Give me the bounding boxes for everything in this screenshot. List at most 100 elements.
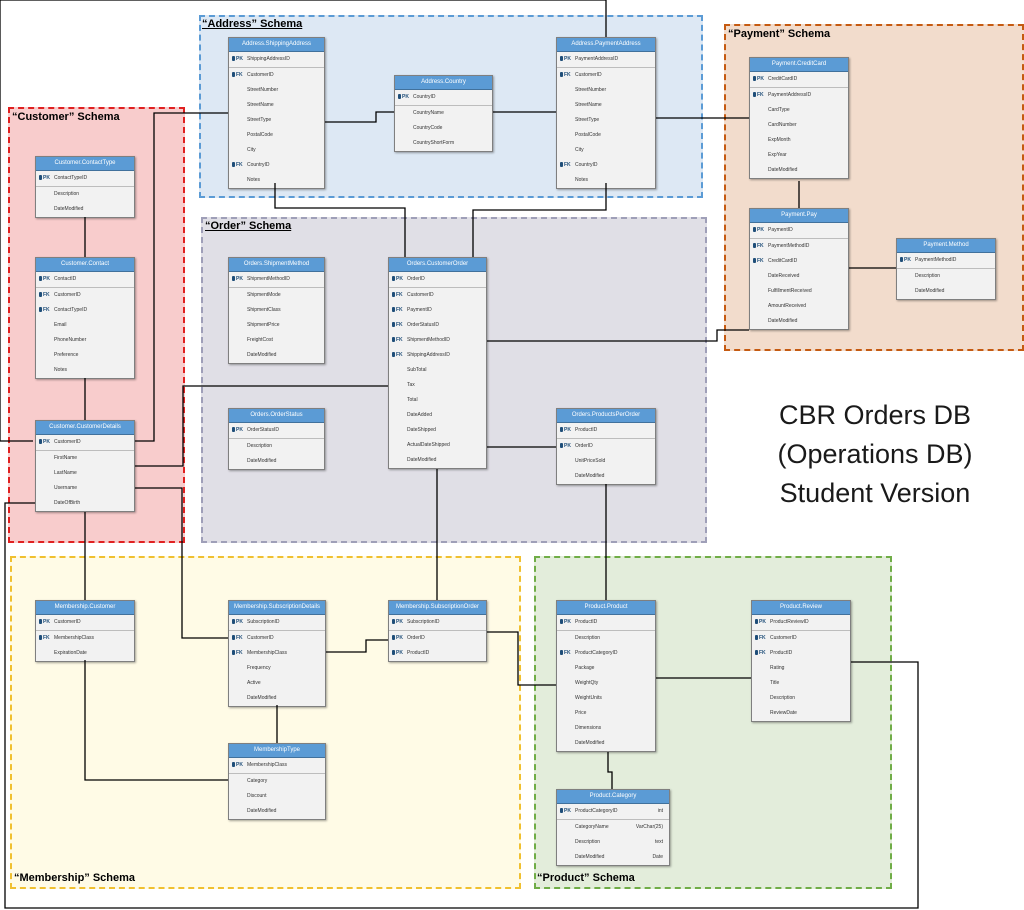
column-name: ProductCategoryID (575, 650, 618, 656)
column-name: OrderStatusID (407, 322, 439, 328)
column-name: ShippingAddressID (407, 352, 450, 358)
table-column: DateOfBirth (36, 496, 134, 511)
key-icon: PK (560, 804, 571, 819)
key-icon: FK (753, 88, 764, 103)
key-icon: PK (39, 615, 50, 630)
column-name: DateModified (247, 808, 277, 814)
column-name: DateModified (54, 206, 84, 212)
column-name: DateAdded (407, 412, 433, 418)
key-icon: PK (392, 646, 403, 661)
column-name: ShipmentMethodID (247, 276, 290, 282)
key-icon: FK (753, 254, 764, 269)
column-name: ExpirationDate (54, 650, 87, 656)
column-name: DateShipped (407, 427, 436, 433)
column-name: ProductID (575, 619, 598, 625)
column-name: StreetType (575, 117, 600, 123)
table-column: AmountReceived (750, 299, 848, 314)
column-name: PaymentID (407, 307, 432, 313)
column-name: Username (54, 485, 78, 491)
table-column: PK ContactTypeID (36, 171, 134, 187)
table-column: ExpirationDate (36, 646, 134, 661)
table-column: CountryName (395, 106, 492, 121)
table-column: PK OrderID (389, 631, 486, 646)
table-column: DateModified (229, 348, 324, 363)
column-name: AmountReceived (768, 303, 807, 309)
table-column: CountryShortForm (395, 136, 492, 151)
diagram-title: CBR Orders DB (Operations DB) Student Ve… (740, 396, 1010, 513)
column-name: UnitPriceSold (575, 458, 606, 464)
table-title: Address.Country (395, 76, 492, 90)
table-column: PostalCode (557, 128, 655, 143)
column-name: DateModified (575, 473, 605, 479)
table-column: WeightUnits (557, 691, 655, 706)
column-name: PaymentAddressID (768, 92, 812, 98)
table-column: Username (36, 481, 134, 496)
column-name: Preference (54, 352, 79, 358)
table-column: Notes (229, 173, 324, 188)
column-name: CountryID (575, 162, 598, 168)
column-name: DateModified (768, 167, 798, 173)
column-name: CardType (768, 107, 790, 113)
key-icon: PK (232, 758, 243, 773)
table-title: Product.Review (752, 601, 850, 615)
column-name: CategoryName (575, 824, 609, 830)
table-column: PostalCode (229, 128, 324, 143)
table-column: FirstName (36, 451, 134, 466)
table-column: Tax (389, 378, 486, 393)
key-icon: FK (392, 303, 403, 318)
column-name: OrderID (407, 635, 425, 641)
column-name: ExpYear (768, 152, 787, 158)
key-icon: FK (39, 631, 50, 646)
column-name: Description (575, 839, 601, 845)
key-icon: FK (392, 333, 403, 348)
table-column: DateModified (750, 163, 848, 178)
column-name: ShippingAddressID (247, 56, 290, 62)
column-name: CountryCode (413, 125, 443, 131)
column-name: PaymentMethodID (915, 257, 957, 263)
table-column: Notes (557, 173, 655, 188)
key-icon: PK (392, 631, 403, 646)
column-name: Title (770, 680, 780, 686)
table-column: DateModified (897, 284, 995, 299)
column-name: ContactTypeID (54, 175, 88, 181)
column-name: DateModified (575, 854, 605, 860)
title-line-2: (Operations DB) (777, 439, 973, 469)
table-column: CountryCode (395, 121, 492, 136)
table-column: StreetName (229, 98, 324, 113)
table-title: Orders.ShipmentMethod (229, 258, 324, 272)
column-name: DateModified (247, 458, 277, 464)
key-icon: PK (39, 171, 50, 186)
column-name: SubscriptionID (247, 619, 280, 625)
key-icon: PK (232, 423, 243, 438)
